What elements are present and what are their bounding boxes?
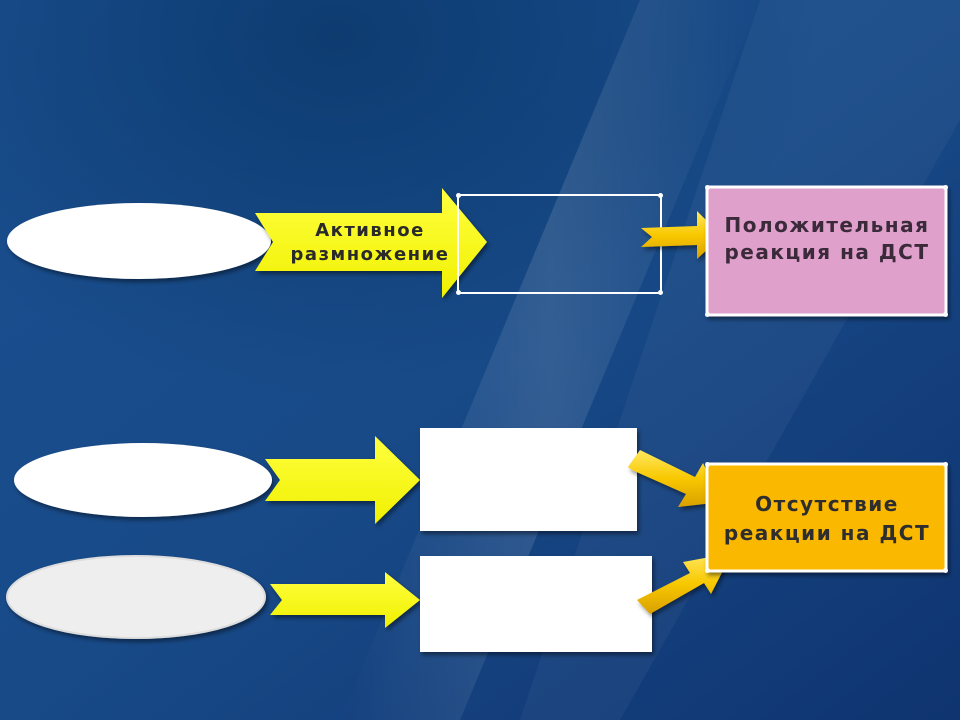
selection-handle[interactable]	[705, 462, 710, 467]
positive-result-box	[705, 185, 948, 317]
middle-left-ellipse	[14, 443, 272, 517]
selection-handle[interactable]	[705, 185, 710, 190]
selection-handle[interactable]	[943, 312, 948, 317]
selection-handle[interactable]	[705, 312, 710, 317]
bottom-white-box	[420, 556, 652, 652]
selection-handle[interactable]	[705, 568, 710, 573]
top-big-arrow	[255, 188, 487, 298]
selection-handle[interactable]	[456, 193, 461, 198]
selection-handle[interactable]	[943, 568, 948, 573]
gold-arrow-down	[628, 450, 722, 507]
selection-handle[interactable]	[658, 193, 663, 198]
top-left-ellipse	[7, 203, 271, 279]
middle-white-box	[420, 428, 637, 531]
selection-handle[interactable]	[943, 462, 948, 467]
negative-result-box	[705, 462, 948, 573]
positive-result-label: Положительная реакция на ДСТ	[724, 213, 930, 264]
selection-handle[interactable]	[658, 290, 663, 295]
selection-handle[interactable]	[943, 185, 948, 190]
middle-yellow-arrow	[265, 436, 420, 524]
arrow-label-active-reproduction: Активное размножение	[290, 220, 450, 265]
top-small-arrow	[641, 211, 722, 259]
bottom-left-ellipse	[6, 555, 266, 639]
negative-result-label: Отсутствие реакции на ДСТ	[723, 492, 931, 545]
bottom-yellow-arrow	[270, 572, 420, 628]
selection-handle[interactable]	[456, 290, 461, 295]
